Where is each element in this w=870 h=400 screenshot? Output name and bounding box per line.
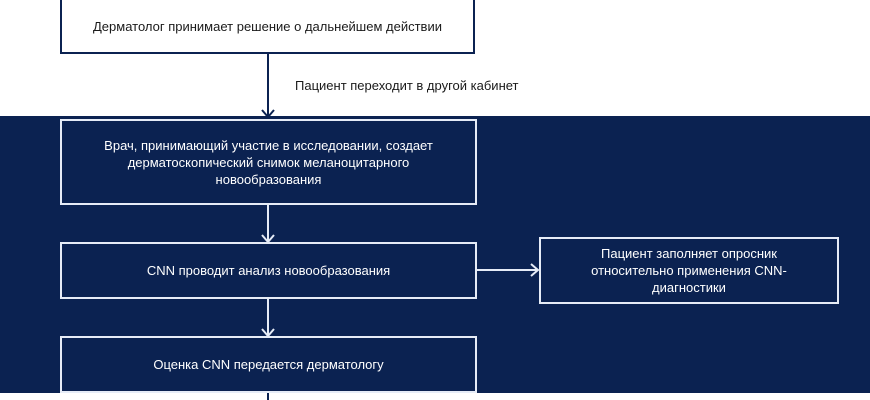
node-photo-text: Врач, принимающий участие в исследовании… bbox=[104, 137, 433, 187]
node-result: Оценка CNN передается дерматологу bbox=[60, 336, 477, 393]
node-result-text: Оценка CNN передается дерматологу bbox=[153, 357, 384, 372]
node-questionnaire: Пациент заполняет опросник относительно … bbox=[539, 237, 839, 304]
arrowhead-cnn-to-questionnaire bbox=[530, 263, 540, 277]
node-cnn-text: CNN проводит анализ новообразования bbox=[146, 263, 391, 278]
edge-label-patient-moves: Пациент переходит в другой кабинет bbox=[295, 78, 519, 93]
node-photo: Врач, принимающий участие в исследовании… bbox=[60, 119, 477, 205]
node-decision-text: Дерматолог принимает решение о дальнейше… bbox=[93, 18, 442, 34]
node-cnn: CNN проводит анализ новообразования bbox=[60, 242, 477, 299]
node-decision: Дерматолог принимает решение о дальнейше… bbox=[60, 0, 475, 54]
arrowhead-decision-to-photo bbox=[261, 109, 275, 119]
node-questionnaire-text: Пациент заполняет опросник относительно … bbox=[591, 246, 787, 295]
